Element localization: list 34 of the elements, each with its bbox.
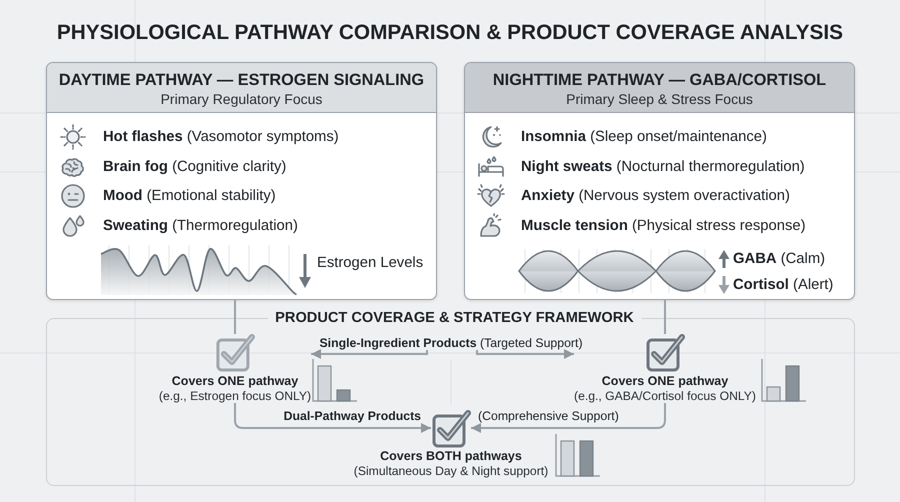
symptom-text: Hot flashes (Vasomotor symptoms) [103, 128, 339, 147]
caption-title: Covers BOTH pathways [380, 449, 522, 464]
caption-text: (e.g., Estrogen focus ONLY) [158, 388, 312, 403]
text-label: Single-Ingredient Products (Targeted Support) [319, 336, 583, 350]
symptom-text: Brain fog (Cognitive clarity) [103, 158, 286, 177]
symptom-text: Muscle tension (Physical stress response) [521, 217, 806, 236]
caption-title: Covers ONE pathway [172, 374, 298, 388]
symptom-text: Night sweats (Nocturnal thermoregulation) [521, 158, 805, 177]
arrow [476, 349, 574, 359]
caption-text: (Simultaneous Day & Night support) [354, 464, 548, 478]
axis-label: GABA (Calm) [733, 250, 826, 269]
axis-label: Estrogen Levels [317, 254, 424, 273]
pathway-panel [464, 62, 855, 300]
caption-text: (e.g., GABA/Cortisol focus ONLY) [574, 388, 756, 403]
connector-line [234, 300, 236, 334]
edge-label: (Comprehensive Support) [478, 409, 619, 423]
pathway-panel [46, 62, 437, 300]
caption-title: Covers ONE pathway [602, 374, 728, 388]
arrow [471, 403, 666, 433]
symptom-text: Mood (Emotional stability) [103, 187, 276, 206]
panel-subtitle: Primary Regulatory Focus [160, 90, 324, 108]
panel-subtitle: Primary Sleep & Stress Focus [565, 90, 754, 108]
arrow [311, 349, 428, 359]
arrow [234, 403, 431, 433]
symptom-text: Insomnia (Sleep onset/maintenance) [521, 128, 767, 147]
axis-label: Cortisol (Alert) [733, 276, 834, 295]
panel-heading: NIGHTTIME PATHWAY — GABA/CORTISOL [492, 70, 828, 90]
symptom-text: Sweating (Thermoregulation) [103, 217, 298, 236]
diagram-title: PHYSIOLOGICAL PATHWAY COMPARISON & PRODUCT COVERAGE ANALYSIS [56, 20, 844, 46]
symptom-text: Anxiety (Nervous system overactivation) [521, 187, 790, 206]
edge-label: Dual-Pathway Products [284, 409, 421, 423]
panel-heading: DAYTIME PATHWAY — ESTROGEN SIGNALING [58, 70, 426, 90]
checkbox-icon [431, 410, 471, 448]
connector-line [664, 300, 666, 334]
